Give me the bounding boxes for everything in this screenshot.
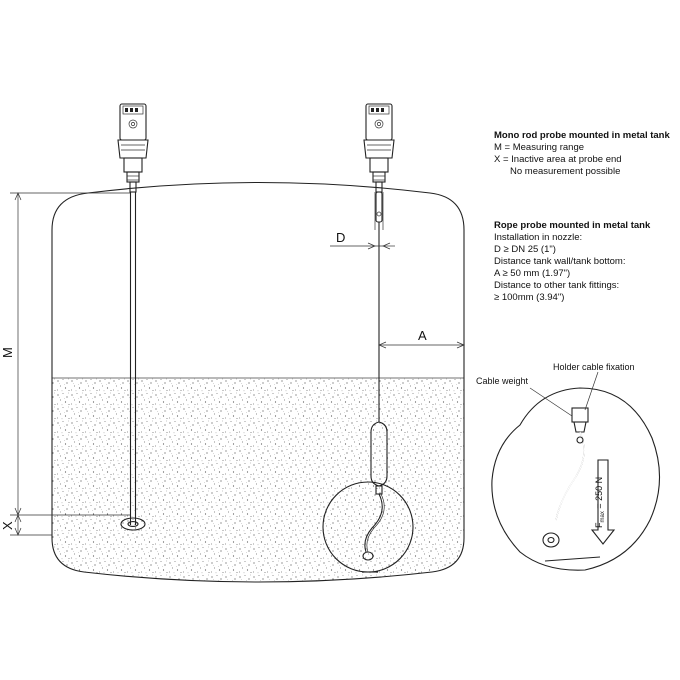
tank-outline [51,181,465,583]
mono-rod-probe [117,103,149,531]
rope-line-2: D ≥ DN 25 (1") [494,244,556,255]
dimension-a [378,341,465,349]
leader-cable-weight [529,387,573,417]
dimension-label-x: X [0,521,15,530]
force-subscript: max [600,511,606,522]
leader-holder [584,371,599,411]
dimension-label-d: D [336,230,345,245]
rope-title: Rope probe mounted in metal tank [494,220,651,231]
force-value: = 250 N [594,477,604,511]
mono-rod-line-3: No measurement possible [510,166,620,177]
force-symbol: F [594,522,604,528]
force-label: Fmax = 250 N [594,477,606,528]
callout-cable-weight: Cable weight [476,376,529,386]
mono-rod-line-1: M = Measuring range [494,142,584,153]
detail-circle-small [322,481,414,573]
rope-line-4: A ≥ 50 mm (1.97") [494,268,570,279]
enlarged-detail [491,387,661,571]
rope-line-6: ≥ 100mm (3.94") [494,292,564,303]
rope-line-5: Distance to other tank fittings: [494,280,619,291]
dimension-label-m: M [0,347,15,358]
dimension-lines-left [10,192,130,536]
mono-rod-title: Mono rod probe mounted in metal tank [494,130,670,141]
callout-holder-cable-fixation: Holder cable fixation [553,362,635,372]
rope-line-1: Installation in nozzle: [494,232,582,243]
dimension-label-a: A [418,328,427,343]
liquid-fill [52,377,464,582]
dimension-d [330,242,395,250]
rope-probe [362,103,395,573]
rope-line-3: Distance tank wall/tank bottom: [494,256,625,267]
mono-rod-line-2: X = Inactive area at probe end [494,154,622,165]
